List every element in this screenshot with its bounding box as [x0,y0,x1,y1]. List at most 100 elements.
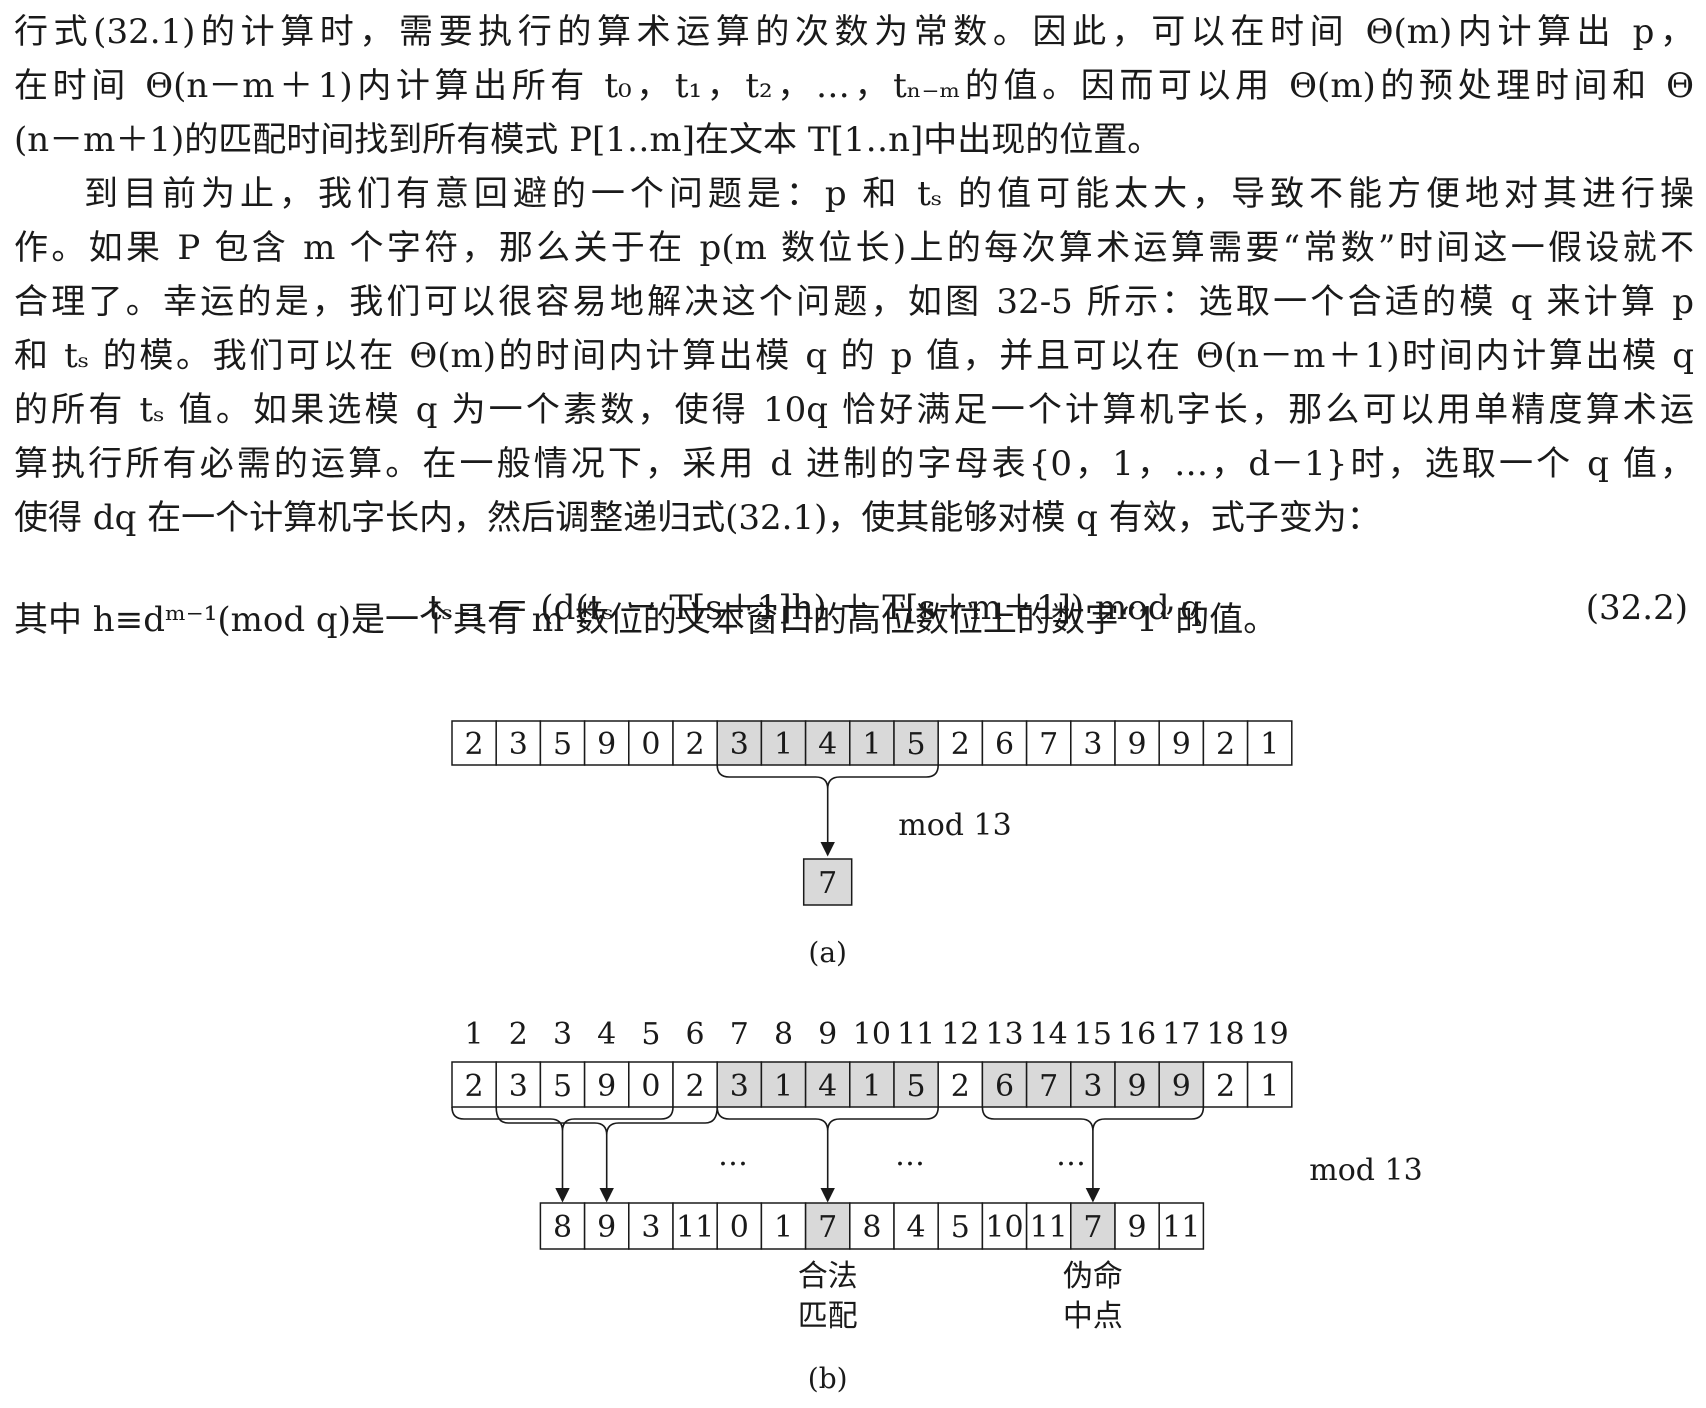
paragraph-after-formula: 其中 h≡dᵐ⁻¹(mod q)是一个具有 m 数位的文本窗口的高位数位上的数字… [14,600,1278,640]
digit-label: 3 [509,1069,528,1104]
digit-cell [716,720,763,766]
window-brace [981,1106,1205,1132]
equation-number: (32.2) [1585,588,1688,628]
paragraph-line-7: 和 tₛ 的模。我们可以在 Θ(m)的时间内计算出模 q 的 p 值，并且可以在… [14,336,1694,376]
paragraph-line-3: (n－m＋1)的匹配时间找到所有模式 P[1‥m]在文本 T[1‥n]中出现的位… [14,120,1162,160]
residue-label: 9 [1128,1210,1147,1245]
window-brace [716,764,939,790]
digit-cell [1025,720,1072,766]
position-label: 9 [818,1017,837,1052]
residue-cell [583,1202,630,1250]
result-label: 7 [818,866,837,901]
residue-cell [628,1202,674,1250]
digit-label: 9 [1128,727,1147,762]
residue-label: 5 [951,1210,970,1245]
digit-label: 1 [774,1069,793,1104]
digit-label: 6 [995,1069,1014,1104]
digit-label: 2 [1216,1069,1235,1104]
digit-cell [937,720,984,766]
digit-label: 3 [1083,1069,1102,1104]
digit-label: 9 [1172,1069,1191,1104]
digit-label: 5 [553,727,572,762]
position-label: 19 [1251,1017,1289,1052]
digit-cell [760,720,807,766]
digit-label: 2 [465,1069,484,1104]
digit-label: 4 [818,727,837,762]
residue-label: 1 [774,1210,793,1245]
digit-label: 3 [509,727,528,762]
residue-cell [1025,1202,1072,1250]
digit-cell [1246,720,1293,766]
digit-label: 2 [686,727,705,762]
paragraph-line-10: 使得 dq 在一个计算机字长内，然后调整递归式(32.1)，使其能够对模 q 有… [14,498,1381,538]
digit-label: 2 [1216,727,1235,762]
digit-label: 2 [951,1069,970,1104]
digit-cell [539,1061,586,1108]
ellipsis-label: … [895,1138,925,1173]
digit-label: 0 [641,1069,660,1104]
digit-label: 1 [1260,1069,1279,1104]
residue-label: 7 [1083,1210,1102,1245]
residue-cell [1158,1202,1205,1250]
digit-cell [451,720,497,766]
position-label: 10 [853,1017,891,1052]
digit-label: 1 [1260,727,1279,762]
digit-cell [628,720,674,766]
position-label: 7 [730,1017,749,1052]
position-label: 3 [553,1017,572,1052]
residue-cell [672,1202,718,1250]
digit-label: 2 [686,1069,705,1104]
residue-label: 7 [818,1210,837,1245]
digit-cell [716,1061,763,1108]
position-label: 6 [686,1017,705,1052]
spurious-hit-label: 中点 [1063,1299,1123,1334]
residue-label: 8 [553,1210,572,1245]
digit-label: 5 [553,1069,572,1104]
digit-label: 3 [730,1069,749,1104]
residue-cell [760,1202,807,1250]
window-brace [716,1106,939,1132]
digit-label: 7 [1039,1069,1058,1104]
residue-label: 3 [641,1210,660,1245]
mod-label: mod 13 [1309,1153,1422,1188]
digit-label: 2 [465,727,484,762]
position-label: 11 [897,1017,935,1052]
digit-label: 4 [818,1069,837,1104]
digit-label: 9 [1128,1069,1147,1104]
paragraph-line-5: 作。如果 P 包含 m 个字符，那么关于在 p(m 数位长)上的每次算术运算需要… [14,228,1694,268]
digit-cell [760,1061,807,1108]
position-label: 2 [509,1017,528,1052]
residue-label: 11 [1162,1210,1200,1245]
digit-cell [1202,1061,1249,1108]
digit-cell [539,720,586,766]
valid-match-label: 合法 [798,1259,858,1294]
digit-label: 5 [907,1069,926,1104]
digit-label: 9 [597,1069,616,1104]
position-label: 12 [941,1017,979,1052]
digit-label: 2 [951,727,970,762]
digit-cell [893,720,939,766]
position-label: 16 [1118,1017,1156,1052]
paragraph-line-6: 合理了。幸运的是，我们可以很容易地解决这个问题，如图 32-5 所示：选取一个合… [14,282,1694,322]
digit-label: 0 [641,727,660,762]
residue-label: 10 [985,1210,1023,1245]
residue-label: 11 [1030,1210,1068,1245]
valid-match-label: 匹配 [798,1299,858,1334]
digit-cell [849,720,895,766]
digit-label: 1 [862,727,881,762]
position-label: 15 [1074,1017,1112,1052]
position-label: 4 [597,1017,616,1052]
digit-cell [1202,720,1249,766]
spurious-hit-label: 伪命 [1063,1259,1123,1294]
digit-label: 3 [730,727,749,762]
residue-cell [937,1202,984,1250]
position-label: 17 [1162,1017,1200,1052]
equation-body: tₛ₊₁ ＝ (d(tₛ － T[s＋1]h) ＋ T[s＋m＋1]) mod … [428,588,1203,628]
digit-cell [672,1061,718,1108]
residue-cell [716,1202,763,1250]
paragraph-line-4: 到目前为止，我们有意回避的一个问题是：p 和 tₛ 的值可能太大，导致不能方便地… [84,174,1694,214]
ellipsis-label: … [1056,1138,1086,1173]
digit-label: 9 [1172,727,1191,762]
